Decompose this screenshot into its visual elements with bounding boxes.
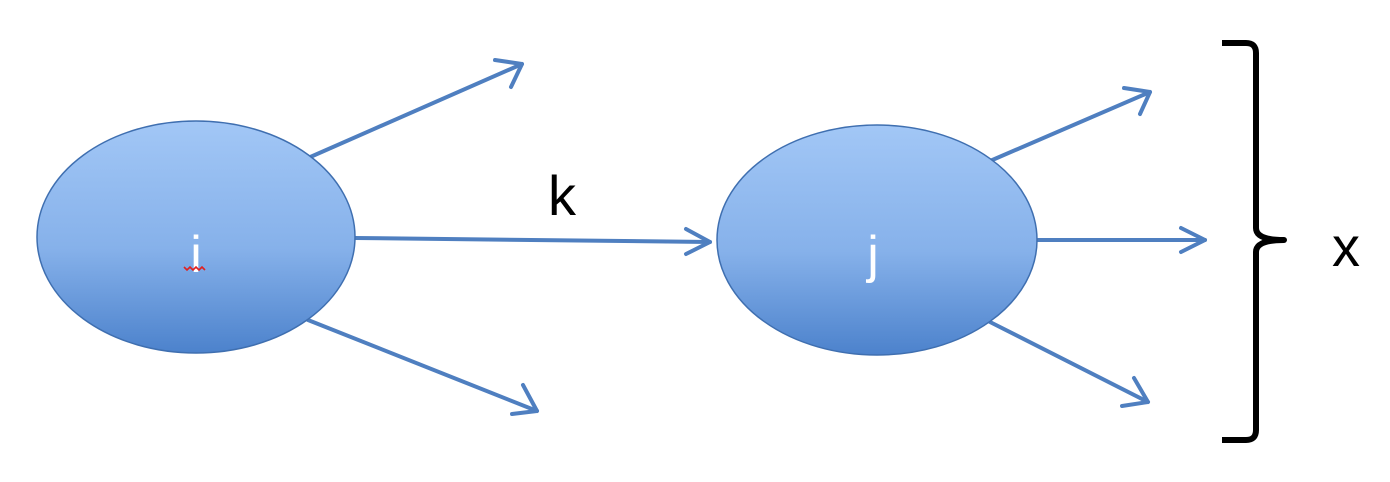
bracket-label-x: x (1332, 215, 1360, 278)
arrow-i-to-j (353, 227, 712, 256)
edge-label-k: k (548, 164, 577, 227)
right-brace (1222, 40, 1287, 443)
spellcheck-underline (183, 265, 206, 272)
node-j: j (716, 124, 1038, 356)
arrow-j-upper (988, 86, 1152, 163)
arrow-i-upper (306, 58, 524, 160)
node-j-label: j (865, 226, 879, 284)
arrow-j-lower (988, 320, 1150, 408)
arrow-i-lower (306, 318, 539, 416)
node-i-label: i (190, 226, 202, 284)
node-i: i (36, 120, 356, 354)
arrow-j-middle (1035, 226, 1207, 254)
